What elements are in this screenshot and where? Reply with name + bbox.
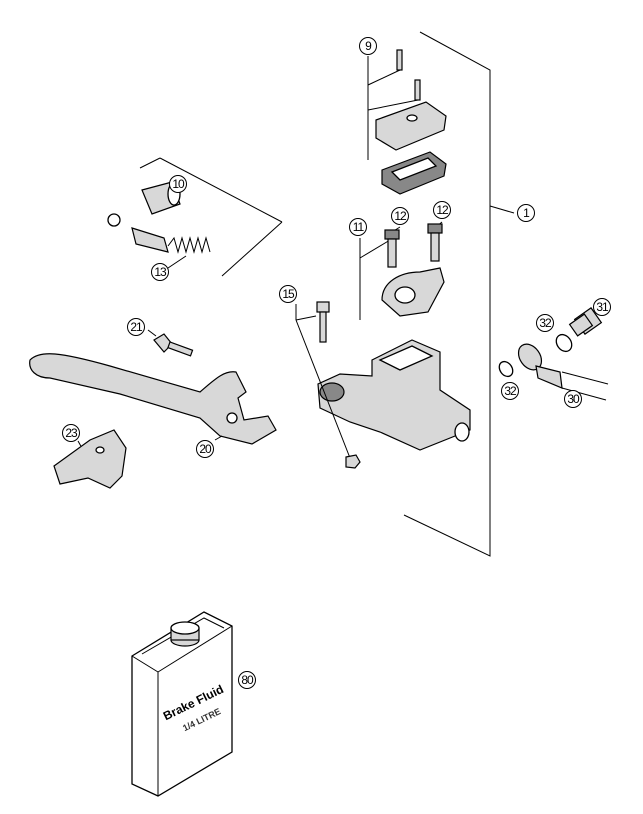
svg-text:31: 31 — [596, 300, 609, 314]
svg-text:20: 20 — [199, 442, 212, 456]
assembly-bracket-1 — [403, 31, 515, 557]
svg-text:23: 23 — [65, 426, 78, 440]
part-brake-hose — [498, 307, 609, 401]
svg-text:30: 30 — [567, 392, 580, 406]
part-reservoir-cover — [367, 49, 447, 195]
part-handlebar-clamp — [359, 221, 445, 320]
svg-text:11: 11 — [353, 220, 365, 234]
svg-text:21: 21 — [130, 320, 143, 334]
svg-text:12: 12 — [436, 203, 449, 217]
callout-10: 10 — [169, 175, 187, 193]
svg-text:80: 80 — [241, 673, 254, 687]
callout-32: 32 — [536, 314, 554, 332]
svg-text:12: 12 — [394, 209, 407, 223]
brake-fluid-bottle: Brake Fluid 1/4 LITRE — [131, 611, 233, 797]
callout-9: 9 — [359, 37, 377, 55]
callout-15: 15 — [279, 285, 297, 303]
part-pivot-bolt — [295, 301, 361, 469]
part-piston-kit — [107, 157, 283, 277]
svg-text:10: 10 — [172, 177, 185, 191]
part-adjuster — [147, 329, 194, 357]
callout-31: 31 — [593, 298, 611, 316]
svg-text:32: 32 — [504, 384, 517, 398]
svg-text:13: 13 — [154, 265, 167, 279]
callout-23: 23 — [62, 424, 80, 442]
callout-21: 21 — [127, 318, 145, 336]
callout-13: 13 — [151, 263, 169, 281]
part-brake-lever — [29, 353, 277, 445]
callout-1: 1 — [517, 204, 535, 222]
callout-12: 12 — [391, 207, 409, 225]
part-lever-boot — [53, 429, 127, 489]
callout-12: 12 — [433, 201, 451, 219]
callout-20: 20 — [196, 440, 214, 458]
callout-30: 30 — [564, 390, 582, 408]
callout-80: 80 — [238, 671, 256, 689]
callout-32: 32 — [501, 382, 519, 400]
svg-text:1: 1 — [523, 206, 530, 220]
svg-text:15: 15 — [282, 287, 295, 301]
callout-11: 11 — [349, 218, 367, 236]
svg-text:32: 32 — [539, 316, 552, 330]
svg-text:9: 9 — [365, 39, 372, 53]
